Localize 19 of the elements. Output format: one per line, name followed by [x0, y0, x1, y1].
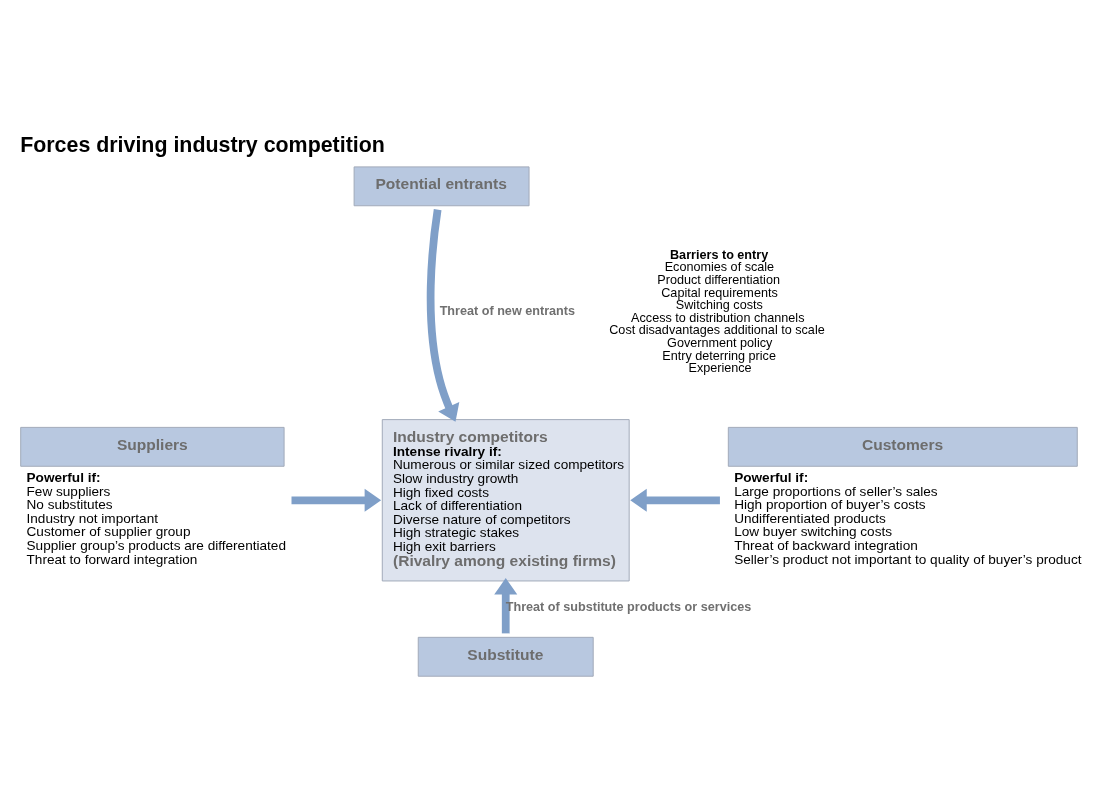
- node-label: High proportion of buyer’s costs: [734, 497, 926, 513]
- edge-label: Threat of new entrants: [439, 304, 576, 319]
- label: Barriers to entry: [670, 247, 769, 262]
- label: Switching costs: [675, 298, 763, 313]
- node-label: Supplier group’s products are differentiated: [26, 538, 286, 554]
- label: Cost disadvantages additional to scale: [609, 323, 825, 338]
- node-label: Few suppliers: [26, 483, 111, 499]
- node-label: Large proportions of seller’s sales: [734, 483, 938, 499]
- label: Economies of scale: [664, 260, 775, 275]
- label: Experience: [688, 361, 752, 376]
- label: Government policy: [667, 336, 773, 351]
- node-label: No substitutes: [26, 497, 113, 513]
- diagram-title: Forces driving industry competition: [20, 132, 385, 157]
- node-label: Powerful if:: [734, 470, 809, 486]
- node-label: Industry not important: [26, 510, 159, 526]
- node-label: Powerful if:: [26, 470, 101, 486]
- label: Capital requirements: [661, 285, 778, 300]
- label: Product differentiation: [657, 272, 780, 287]
- node-label: Threat of backward integration: [734, 538, 918, 554]
